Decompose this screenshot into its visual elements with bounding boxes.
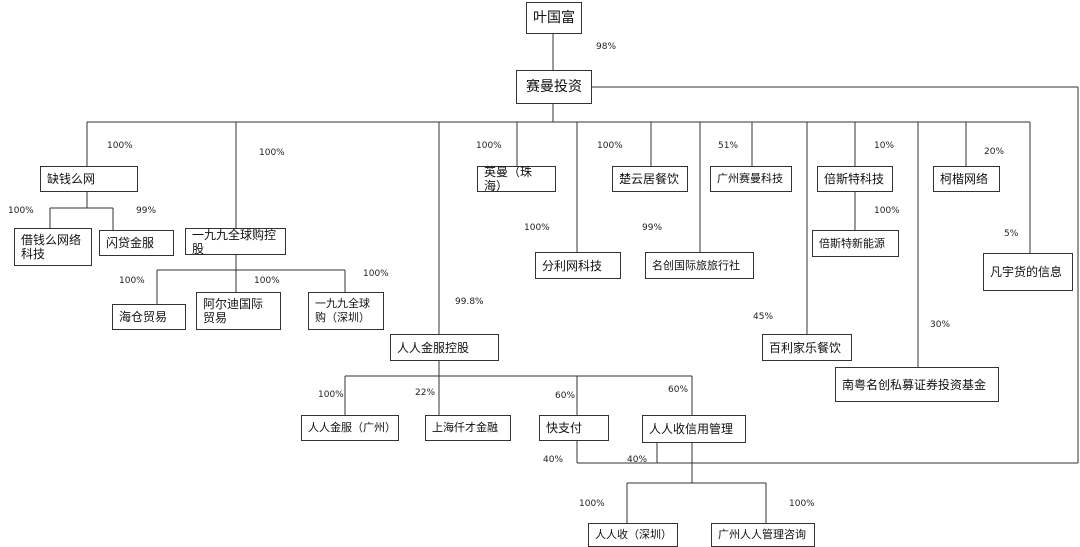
node-nanyue-fund: 南粤名创私募证券投资基金 [835, 367, 999, 402]
node-aerdi: 阿尔迪国际贸易 [196, 292, 281, 330]
pct-renren-shenzhen: 100% [579, 499, 605, 509]
pct-jiujiu-shenzhen: 100% [363, 269, 389, 279]
node-fanyu: 凡宇货的信息 [983, 253, 1073, 291]
pct-jiujiu: 100% [259, 148, 285, 158]
node-shanghai-qiancai: 上海仟才金融 [425, 415, 511, 441]
node-besitek: 倍斯特科技 [817, 166, 893, 192]
node-gz-renren-consult: 广州人人管理咨询 [711, 523, 815, 547]
node-renren-shenzhen: 人人收（深圳） [588, 523, 678, 547]
node-keti: 柯楷网络 [933, 166, 1000, 192]
pct-credit-from-saiman: 40% [627, 455, 648, 465]
pct-gz-renren-consult: 100% [789, 499, 815, 509]
pct-besitek-energy: 100% [874, 206, 900, 216]
pct-queqian: 100% [107, 141, 133, 151]
pct-ye-saiman: 98% [596, 42, 617, 52]
node-queqian: 缺钱么网 [40, 166, 138, 192]
node-jieqian: 借钱么网络科技 [14, 228, 92, 266]
pct-haicang: 100% [119, 276, 145, 286]
pct-shandai: 99% [136, 206, 157, 216]
pct-renren-guangzhou: 100% [318, 390, 344, 400]
node-haicang: 海仓贸易 [112, 304, 186, 330]
pct-kuaizhifu: 60% [555, 391, 576, 401]
pct-fanyu: 5% [1004, 229, 1019, 239]
pct-renren-holding: 99.8% [455, 297, 484, 307]
pct-kuaizhifu-from-saiman: 40% [543, 455, 564, 465]
pct-renren-credit: 60% [668, 385, 689, 395]
node-kuaizhifu: 快支付 [539, 415, 609, 441]
pct-jieqian: 100% [8, 206, 34, 216]
pct-gz-saiman: 51% [718, 141, 739, 151]
node-fenli: 分利网科技 [535, 252, 621, 279]
node-yingman: 英曼（珠海） [477, 165, 556, 193]
pct-shanghai-qiancai: 22% [415, 388, 436, 398]
node-besitek-energy: 倍斯特新能源 [812, 230, 899, 257]
node-renren-guangzhou: 人人金服（广州） [301, 415, 399, 441]
node-shandai: 闪贷金服 [99, 230, 174, 256]
pct-keti: 20% [984, 147, 1005, 157]
node-jiujiu-holding: 一九九全球购控股 [185, 228, 286, 256]
pct-nanyue: 30% [930, 320, 951, 330]
node-renren-holding: 人人金服控股 [390, 334, 499, 361]
pct-aerdi: 100% [254, 276, 280, 286]
pct-baili: 45% [753, 312, 774, 322]
pct-besitek: 10% [874, 141, 895, 151]
pct-mingchuang-travel: 99% [642, 223, 663, 233]
node-ye-guofu: 叶国富 [526, 2, 582, 34]
pct-fenli: 100% [524, 223, 550, 233]
node-chuyun: 楚云居餐饮 [612, 166, 688, 192]
node-jiujiu-shenzhen: 一九九全球购（深圳） [308, 292, 384, 330]
pct-yingman: 100% [476, 141, 502, 151]
node-gz-saiman: 广州赛曼科技 [710, 166, 792, 192]
node-renren-credit: 人人收信用管理 [642, 415, 746, 443]
node-baili: 百利家乐餐饮 [762, 334, 852, 361]
pct-chuyun: 100% [597, 141, 623, 151]
node-saiman-investment: 赛曼投资 [516, 70, 592, 104]
node-mingchuang-travel: 名创国际旅旅行社 [645, 252, 754, 279]
